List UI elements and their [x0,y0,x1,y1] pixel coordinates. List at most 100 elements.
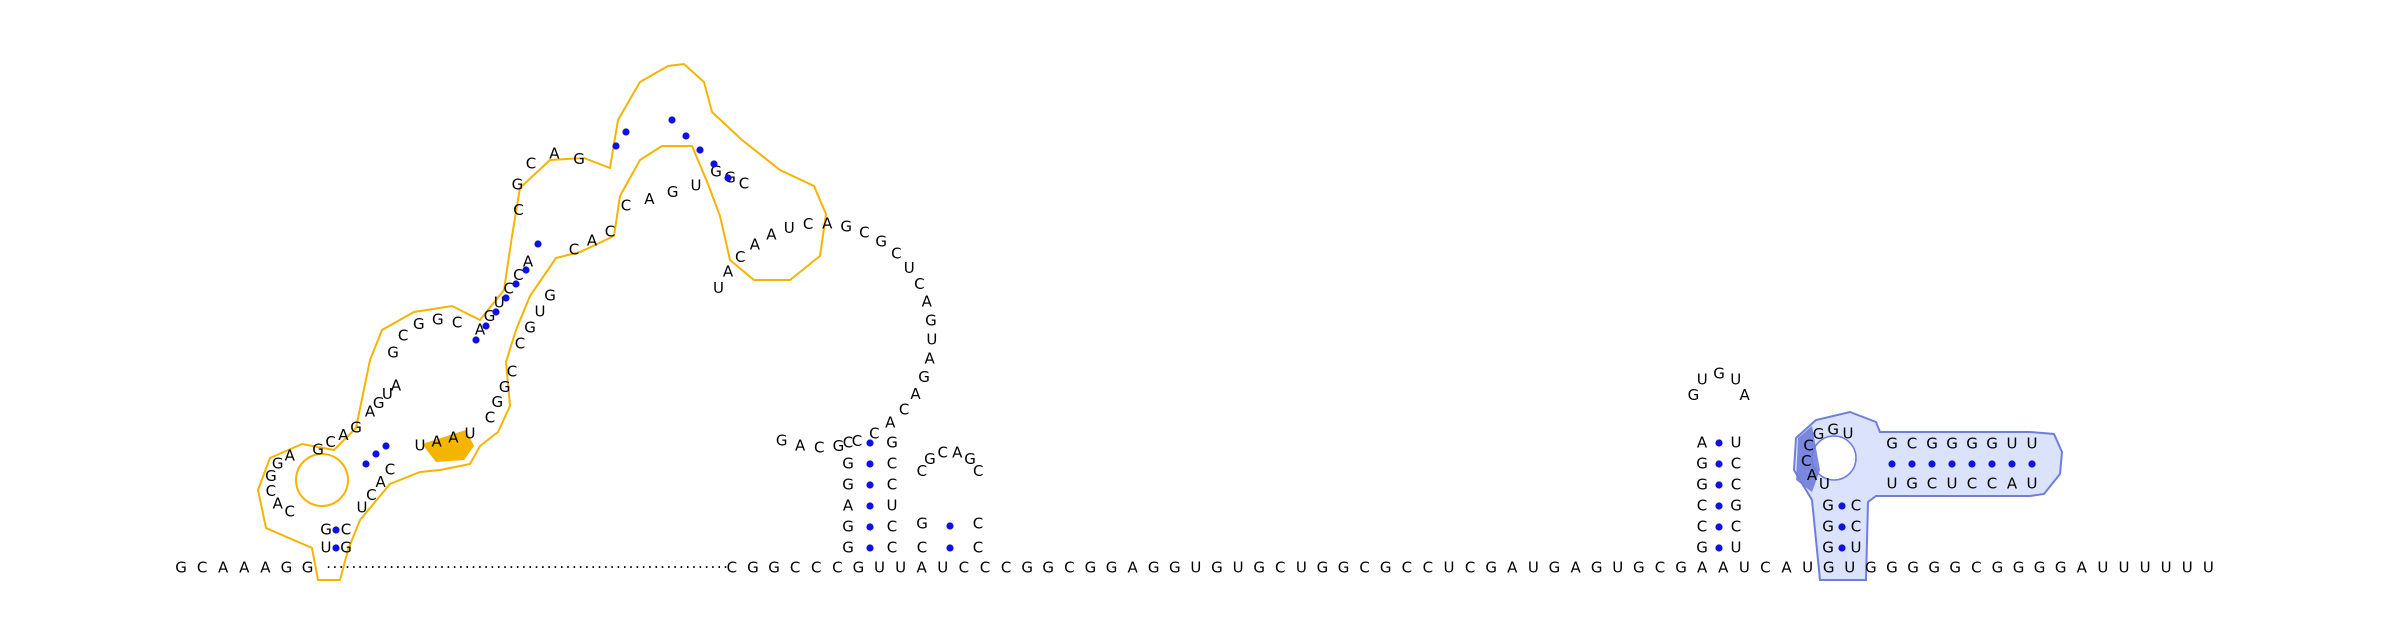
backbone-nucleotide: U [1190,559,1201,577]
left-domain-pair-dot [682,132,690,140]
left-domain-pair-dot [724,174,732,182]
small-hairpin-pair-dot [946,522,954,530]
backbone-nucleotide: U [1739,559,1750,577]
backbone-nucleotide: U [874,559,885,577]
central-stem-nucleotide: C [887,455,897,473]
central-stem-pair-dot [866,481,874,489]
left-domain-nucleotide: C [325,433,335,451]
backbone-nucleotide: C [1760,559,1770,577]
left-domain-pair-dot [612,142,620,150]
right-hairpin-nucleotide: C [1697,497,1707,515]
right-hairpin-pair-dot [1715,460,1723,468]
backbone-gap-dot: · [433,559,438,577]
left-domain-nucleotide: G [320,521,332,539]
blue-domain-pair-dot [1888,460,1896,468]
blue-domain-nucleotide: U [2007,435,2018,453]
central-loop-nucleotide: C [735,248,745,266]
left-domain-nucleotide: G [573,150,585,168]
left-domain-nucleotide: A [587,232,598,250]
backbone-gap-dot: · [635,559,640,577]
left-domain-pair-dot [482,322,490,330]
left-domain-pair-dot [332,544,340,552]
backbone-gap-dot: · [572,559,577,577]
backbone-nucleotide: U [1844,559,1855,577]
backbone-nucleotide: G [1992,559,2004,577]
small-hairpin-nucleotide: C [917,462,927,480]
blue-domain-nucleotide: C [1927,475,1937,493]
blue-domain-nucleotide: U [2027,435,2038,453]
small-hairpin-nucleotide: G [964,450,976,468]
highlight-layer [256,62,2064,581]
left-domain-nucleotide: U [465,425,476,443]
central-loop-nucleotide: C [869,424,879,442]
blue-domain-nucleotide: C [1907,435,1917,453]
left-domain-nucleotide: A [475,321,486,339]
central-loop-nucleotide: G [833,437,845,455]
left-domain-pair-dot [372,450,380,458]
backbone-nucleotide: C [1001,559,1011,577]
orange-inner-loop-1 [295,453,350,507]
backbone-nucleotide: U [2182,559,2193,577]
base-pair-dots [332,116,2036,552]
central-loop-nucleotide: G [875,233,887,251]
backbone-nucleotide: C [1064,559,1074,577]
backbone-gap-dot: · [389,559,394,577]
left-domain-nucleotide: C [341,521,351,539]
blue-domain-pair-dot [1908,460,1916,468]
left-domain-nucleotide: A [549,145,560,163]
backbone-nucleotide: G [1021,559,1033,577]
backbone-gap-dot: · [515,559,520,577]
backbone-nucleotide: G [1485,559,1497,577]
blue-stem-pair-dot [1838,523,1846,531]
backbone-gap-dot: · [654,559,659,577]
blue-stem-pair-dot [1838,544,1846,552]
left-domain-nucleotide: A [644,190,655,208]
left-domain-nucleotide: A [273,495,284,513]
central-stem-nucleotide: G [842,518,854,536]
backbone-gap-dot: · [610,559,615,577]
backbone-gap-dot: · [629,559,634,577]
backbone-nucleotide: U [1296,559,1307,577]
backbone-nucleotide: C [980,559,990,577]
right-hairpin-nucleotide: C [1731,455,1741,473]
left-domain-nucleotide: A [432,433,443,451]
left-domain-pair-dot [492,308,500,316]
central-loop-nucleotide: C [859,224,869,242]
left-domain-nucleotide: U [321,539,332,557]
central-stem-nucleotide: C [887,518,897,536]
backbone-gap-dot: · [717,559,722,577]
left-domain-nucleotide: G [484,307,496,325]
backbone-nucleotide: G [1148,559,1160,577]
left-domain-nucleotide: C [621,197,631,215]
backbone-gap-dot: · [427,559,432,577]
backbone-nucleotide: G [1675,559,1687,577]
central-loop-nucleotide: A [922,293,933,311]
central-loop-nucleotide: A [822,215,833,233]
backbone-nucleotide: G [1633,559,1645,577]
central-stem-nucleotide: C [887,476,897,494]
backbone-nucleotide: A [1781,559,1792,577]
backbone-nucleotide: G [2055,559,2067,577]
central-stem-nucleotide: A [843,497,854,515]
central-loop-nucleotide: U [713,279,724,297]
backbone-gap-dot: · [622,559,627,577]
blue-domain-nucleotide: U [1947,475,1958,493]
backbone-gap-dot: · [553,559,558,577]
central-stem-pair-dot [866,460,874,468]
left-domain-nucleotide: U [382,385,393,403]
backbone-nucleotide: G [2013,559,2025,577]
left-domain-nucleotide: G [265,467,277,485]
backbone-nucleotide: G [1317,559,1329,577]
central-loop-nucleotide: C [891,245,901,263]
right-hairpin-nucleotide: C [1731,476,1741,494]
left-domain-nucleotide: C [513,266,523,284]
central-loop-nucleotide: G [776,432,788,450]
backbone-nucleotide: G [1085,559,1097,577]
central-loop-nucleotide: A [885,414,896,432]
small-hairpin-nucleotide: G [924,450,936,468]
backbone-gap-dot: · [484,559,489,577]
backbone-nucleotide: A [1570,559,1581,577]
backbone-gap-dot: · [711,559,716,577]
